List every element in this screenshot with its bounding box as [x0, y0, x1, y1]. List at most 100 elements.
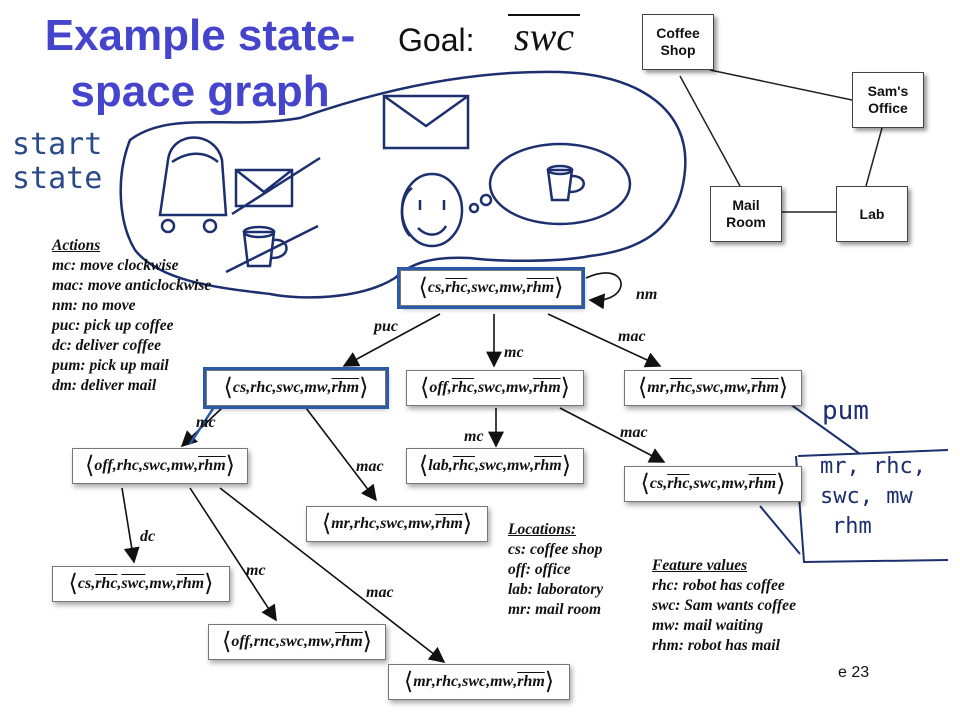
state-sep: , [474, 457, 479, 474]
state-rhc: rhc [667, 475, 690, 492]
state-sep: , [172, 575, 177, 592]
state-node[interactable]: ⟨cs,rhc,swc,mw,rhm⟩ [52, 566, 230, 602]
state-rhm: rhm [435, 515, 463, 532]
edge-label-mc: mc [504, 344, 524, 361]
feature-values-legend: Feature values rhc: robot has coffee swc… [652, 556, 796, 656]
state-close-bracket: ⟩ [778, 375, 789, 401]
state-swc: swc [478, 457, 503, 474]
state-swc: swc [462, 673, 487, 690]
state-mw: mw [505, 379, 530, 396]
pum-result-box: mr, rhc, swc, mw rhm [800, 452, 950, 564]
state-mw: mw [170, 457, 195, 474]
edge-label-mac: mac [356, 458, 384, 475]
start-state-bubble [119, 70, 687, 299]
state-mw: mw [304, 379, 328, 396]
state-location: cs [77, 575, 92, 592]
state-close-bracket: ⟩ [776, 471, 786, 497]
room-coffee-shop: Coffee Shop [642, 14, 714, 70]
state-open-bracket: ⟨ [223, 375, 233, 401]
state-node[interactable]: ⟨off,rhc,swc,mw,rhm⟩ [72, 448, 248, 484]
slide-number: e 23 [838, 664, 870, 681]
state-rhc: rhc [250, 379, 273, 396]
state-sep: , [117, 575, 122, 592]
map-links [679, 69, 883, 213]
room-lab: Lab [836, 186, 908, 242]
action-item: mc: move clockwise [52, 257, 179, 274]
state-location: mr [413, 673, 432, 690]
state-rhc: rhc [95, 575, 118, 592]
state-location: mr [647, 379, 666, 396]
state-node[interactable]: ⟨off,rnc,swc,mw,rhm⟩ [208, 624, 386, 660]
state-open-bracket: ⟨ [418, 275, 428, 301]
state-location: cs [232, 379, 247, 396]
state-open-bracket: ⟨ [68, 571, 78, 597]
state-node[interactable]: ⟨off,rhc,swc,mw,rhm⟩ [406, 370, 584, 406]
state-mw: mw [506, 457, 531, 474]
state-rhc: rhc [451, 379, 474, 396]
state-sep: , [249, 633, 254, 650]
state-close-bracket: ⟩ [462, 511, 473, 537]
state-sep: , [502, 457, 507, 474]
edge-label-mac: mac [618, 328, 646, 345]
state-location: cs [649, 475, 664, 492]
robot-sketch [158, 136, 228, 234]
edge-label-dc: dc [140, 528, 156, 545]
state-sep: , [327, 379, 332, 396]
state-sep: , [689, 475, 694, 492]
state-rhm: rhm [198, 457, 226, 474]
state-mw: mw [408, 515, 432, 532]
locations-legend: Locations: cs: coffee shop off: office l… [508, 520, 603, 620]
state-rhm: rhm [748, 475, 777, 492]
state-node[interactable]: ⟨mr,rhc,swc,mw,rhm⟩ [306, 506, 488, 542]
state-sep: , [663, 475, 668, 492]
state-close-bracket: ⟩ [561, 453, 572, 479]
state-sep: , [272, 379, 277, 396]
state-close-bracket: ⟩ [544, 669, 555, 695]
state-swc: swc [121, 575, 146, 592]
state-sep: , [431, 673, 436, 690]
state-rhc: rhc [435, 673, 459, 690]
state-rhm: rhm [534, 457, 562, 474]
state-sep: , [513, 673, 518, 690]
state-sep: , [665, 379, 670, 396]
sam-face-sketch [400, 142, 632, 248]
state-sep: , [145, 575, 150, 592]
state-node[interactable]: ⟨mr,rhc,swc,mw,rhm⟩ [624, 370, 802, 406]
crossed-mug-sketch [225, 224, 319, 274]
actions-heading: Actions [52, 237, 101, 254]
state-rhc: rhc [116, 457, 139, 474]
state-location: lab [428, 457, 449, 474]
state-node[interactable]: ⟨mr,rhc,swc,mw,rhm⟩ [388, 664, 570, 700]
state-swc: swc [693, 475, 718, 492]
location-item: off: office [508, 561, 571, 578]
state-sep: , [448, 457, 453, 474]
state-rhm: rhm [335, 633, 363, 650]
state-swc: swc [477, 379, 502, 396]
state-open-bracket: ⟨ [637, 375, 648, 401]
action-item: dm: deliver mail [52, 377, 157, 394]
edge-label-mc: mc [246, 562, 266, 579]
state-close-bracket: ⟩ [359, 375, 369, 401]
edge-label-mc: mc [196, 414, 216, 431]
state-rhm: rhm [533, 379, 561, 396]
state-node[interactable]: ⟨cs,rhc,swc,mw,rhm⟩ [397, 267, 585, 309]
hand-line: mr, rhc, [820, 454, 926, 479]
state-location: mr [331, 515, 350, 532]
state-node[interactable]: ⟨lab,rhc,swc,mw,rhm⟩ [406, 448, 584, 484]
state-sep: , [467, 279, 472, 296]
state-close-bracket: ⟩ [204, 571, 214, 597]
actions-legend: Actions mc: move clockwise mac: move ant… [52, 236, 211, 396]
location-item: mr: mail room [508, 601, 602, 618]
action-item: mac: move anticlockwise [52, 277, 212, 294]
state-rhm: rhm [176, 575, 205, 592]
state-node[interactable]: ⟨cs,rhc,swc,mw,rhm⟩ [203, 367, 389, 409]
state-sep: , [300, 379, 305, 396]
state-mw: mw [490, 673, 514, 690]
state-open-bracket: ⟨ [418, 453, 429, 479]
feature-item: rhm: robot has mail [652, 637, 780, 654]
action-item: dc: deliver coffee [52, 337, 162, 354]
state-sep: , [692, 379, 697, 396]
state-sep: , [720, 379, 725, 396]
state-node[interactable]: ⟨cs,rhc,swc,mw,rhm⟩ [624, 466, 802, 502]
state-swc: swc [142, 457, 167, 474]
